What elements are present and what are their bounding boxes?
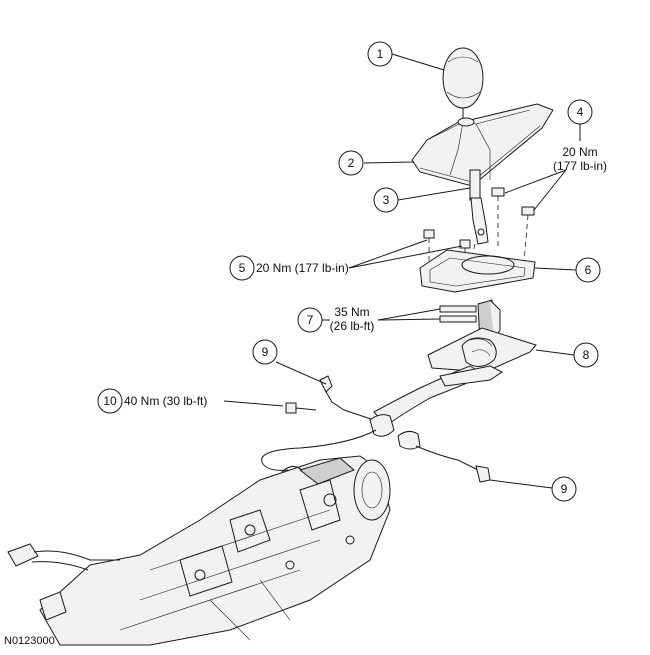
callout-7: 7 35 Nm (26 lb-ft) [297, 305, 375, 333]
svg-text:3: 3 [383, 193, 390, 207]
svg-text:9: 9 [262, 345, 269, 359]
svg-text:5: 5 [239, 261, 246, 275]
svg-text:7: 7 [307, 313, 314, 327]
shift-knob [442, 47, 484, 122]
torque-4-line2: (177 lb-in) [553, 159, 607, 173]
nut-upper-right [521, 206, 535, 263]
torque-4-line1: 20 Nm [562, 145, 597, 159]
callout-9-upper: 9 [252, 339, 278, 365]
figure-id-label: N0123000 [4, 635, 55, 647]
torque-7-line2: (26 lb-ft) [330, 319, 375, 333]
leader-lines [223, 53, 581, 489]
callout-2: 2 [338, 150, 364, 176]
shifter-bracket [427, 327, 537, 373]
shift-boot [411, 103, 554, 187]
svg-text:8: 8 [583, 348, 590, 362]
torque-5: 20 Nm (177 lb-in) [256, 261, 349, 275]
torque-10: 40 Nm (30 lb-ft) [124, 394, 207, 408]
bolt-left [423, 229, 435, 290]
svg-text:2: 2 [348, 156, 355, 170]
nut-upper-left [491, 187, 505, 248]
bolt-10 [285, 402, 317, 414]
svg-text:4: 4 [577, 105, 584, 119]
callout-6: 6 [575, 257, 601, 283]
callout-5: 5 20 Nm (177 lb-in) [229, 255, 349, 281]
svg-text:6: 6 [585, 263, 592, 277]
callout-3: 3 [373, 187, 399, 213]
transmission-housing [7, 455, 391, 646]
callout-9-lower: 9 [551, 476, 577, 502]
torque-7-line1: 35 Nm [334, 305, 369, 319]
gasket-plate [419, 249, 536, 293]
shift-lever [469, 169, 489, 266]
svg-text:10: 10 [103, 394, 117, 408]
callout-10: 10 40 Nm (30 lb-ft) [97, 388, 207, 414]
callout-1: 1 [367, 41, 393, 67]
svg-text:9: 9 [561, 482, 568, 496]
callout-4: 4 20 Nm (177 lb-in) [553, 99, 607, 173]
svg-text:1: 1 [377, 47, 384, 61]
callout-8: 8 [573, 342, 599, 368]
